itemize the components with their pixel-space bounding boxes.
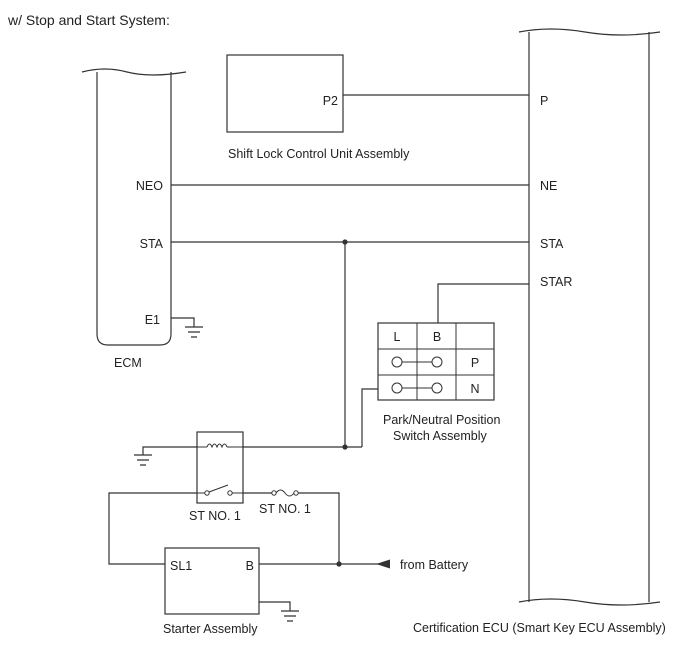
ecm-outline xyxy=(96,72,172,346)
fuse-icon xyxy=(275,489,295,497)
wire-star-to-switch xyxy=(437,283,529,323)
wire-fuse-to-battery xyxy=(298,492,340,564)
shift-lock-box xyxy=(226,54,344,133)
starter-pin-sl1: SL1 xyxy=(170,559,192,573)
pnp-row-p: P xyxy=(471,356,479,370)
relay-switch-arm xyxy=(208,484,229,493)
junction-dot-battery xyxy=(336,561,342,567)
starter-box xyxy=(164,547,260,615)
starter-ground-icon xyxy=(259,601,299,622)
relay-contact-left xyxy=(204,490,210,496)
battery-arrow-icon xyxy=(376,559,390,569)
shift-lock-block: P2 Shift Lock Control Unit Assembly xyxy=(226,54,410,161)
cert-ecu-pin-star: STAR xyxy=(540,275,572,289)
cert-ecu-top-break xyxy=(518,28,661,36)
junction-dot-sta xyxy=(342,239,348,245)
diagram-title: w/ Stop and Start System: xyxy=(7,12,170,28)
pnp-switch-table xyxy=(377,322,495,401)
fuse-terminal-right xyxy=(293,490,299,496)
ecm-pin-e1: E1 xyxy=(145,313,160,327)
pnp-label-line1: Park/Neutral Position xyxy=(383,413,500,427)
wire-switch-to-junction xyxy=(361,388,378,447)
cert-ecu-bottom-break xyxy=(518,598,661,606)
cert-ecu-block: P NE STA STAR Certification ECU (Smart K… xyxy=(413,28,666,635)
relay-coil-icon xyxy=(206,443,228,449)
fuse-terminal-left xyxy=(271,490,277,496)
cert-ecu-pin-sta: STA xyxy=(540,237,564,251)
wire-relay-to-sl1 xyxy=(108,492,197,565)
ecm-ground-icon xyxy=(171,317,203,338)
relay-st-no1: ST NO. 1 xyxy=(189,431,244,523)
cert-ecu-pin-p: P xyxy=(540,94,548,108)
ecm-label: ECM xyxy=(114,356,142,370)
ecm-pin-sta: STA xyxy=(140,237,164,251)
pnp-continuity-p xyxy=(391,356,443,368)
starter-pin-b: B xyxy=(246,559,254,573)
ecm-pin-neo: NEO xyxy=(136,179,163,193)
shift-lock-label: Shift Lock Control Unit Assembly xyxy=(228,147,410,161)
pnp-row-n: N xyxy=(470,382,479,396)
relay-label: ST NO. 1 xyxy=(189,509,241,523)
ecm-block: ECM NEO STA E1 xyxy=(81,68,187,370)
fuse-st-no1: ST NO. 1 xyxy=(243,489,340,564)
starter-label: Starter Assembly xyxy=(163,622,258,636)
pnp-label-line2: Switch Assembly xyxy=(393,429,488,443)
relay-contact-right xyxy=(227,490,233,496)
shift-lock-pin-p2: P2 xyxy=(323,94,338,108)
cert-ecu-label: Certification ECU (Smart Key ECU Assembl… xyxy=(413,621,666,635)
cert-ecu-pin-ne: NE xyxy=(540,179,557,193)
pnp-switch-block: L B P N Park/Neutral Position Switch Ass… xyxy=(377,322,500,443)
pnp-col-b: B xyxy=(433,330,441,344)
starter-block: SL1 B Starter Assembly xyxy=(163,547,260,636)
fuse-label: ST NO. 1 xyxy=(259,502,311,516)
ecm-break-line xyxy=(81,68,187,76)
pnp-continuity-n xyxy=(391,382,443,394)
pnp-switch-grid xyxy=(378,323,494,400)
relay-ground-icon xyxy=(134,446,197,466)
battery-label: from Battery xyxy=(400,558,469,572)
relay-box xyxy=(196,431,244,504)
pnp-col-l: L xyxy=(394,330,401,344)
